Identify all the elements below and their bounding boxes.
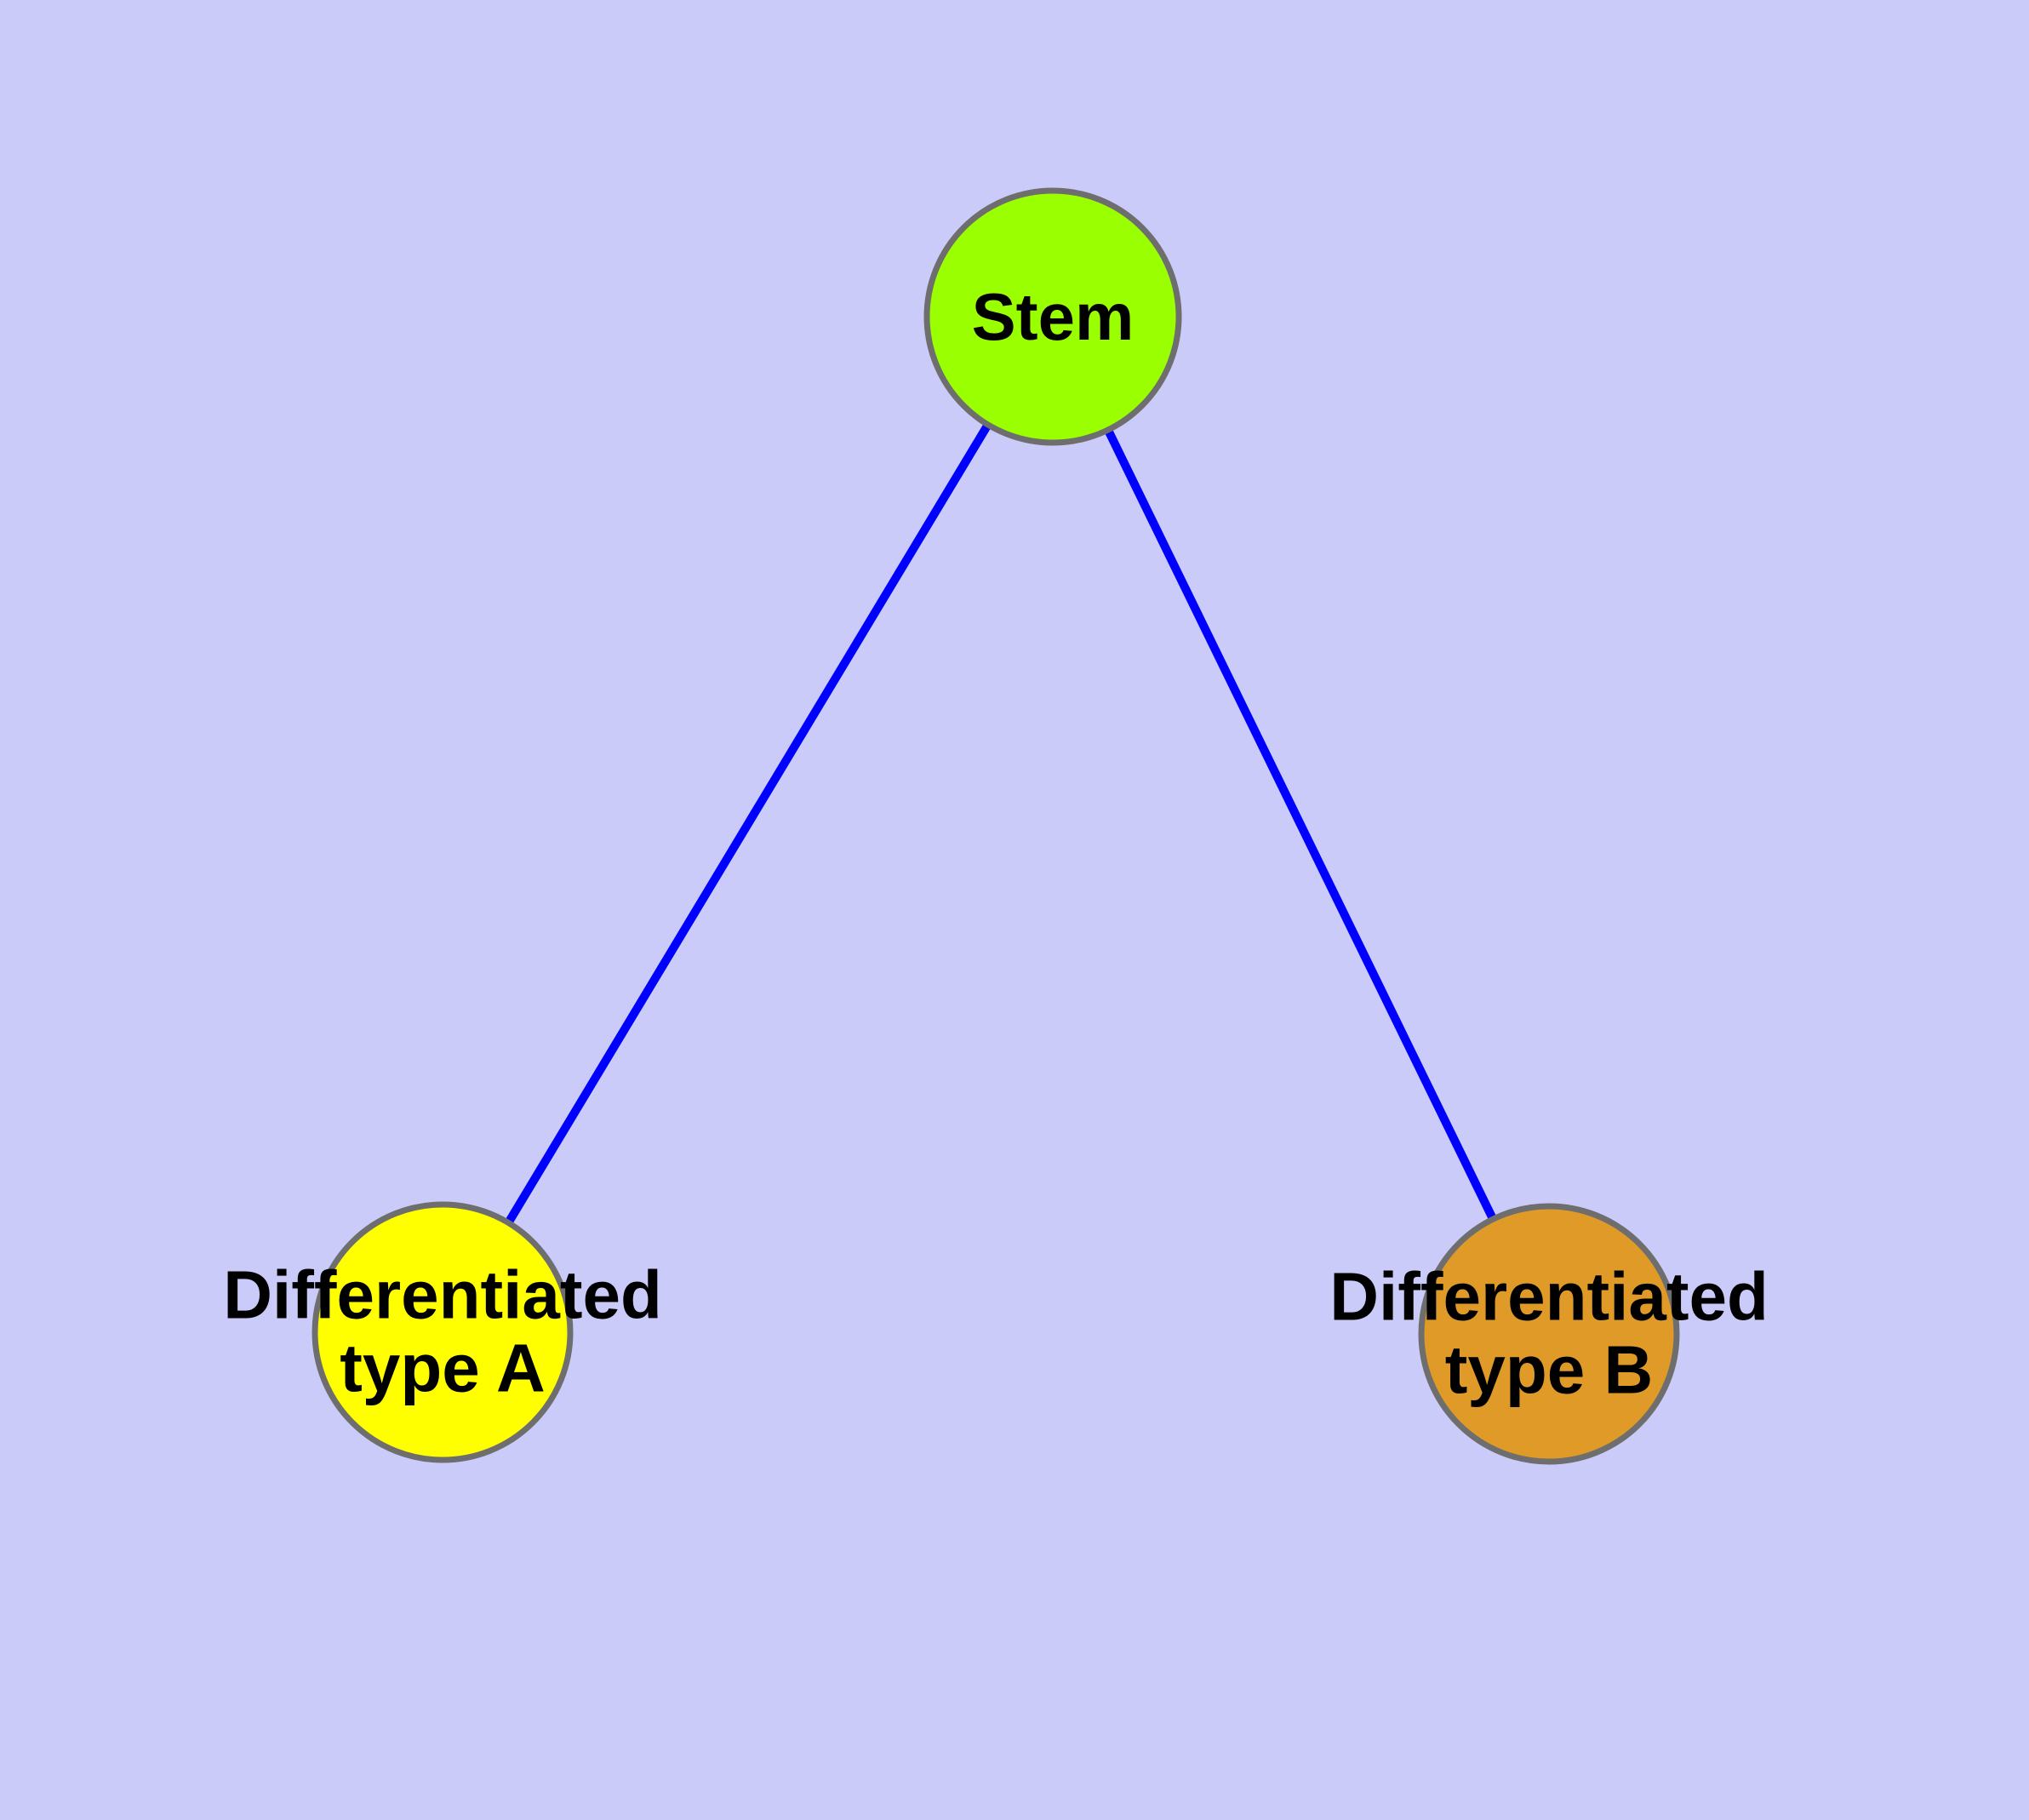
node-circle-differentiated-type-a[interactable] — [311, 1201, 574, 1463]
node-circle-stem[interactable] — [923, 187, 1182, 446]
node-circle-differentiated-type-b[interactable] — [1418, 1203, 1680, 1465]
edge-layer — [438, 314, 1553, 1336]
edge-stem-to-differentiated-type-b[interactable] — [1049, 314, 1553, 1336]
node-layer — [311, 187, 1680, 1465]
edge-stem-to-differentiated-type-a[interactable] — [438, 314, 1057, 1335]
